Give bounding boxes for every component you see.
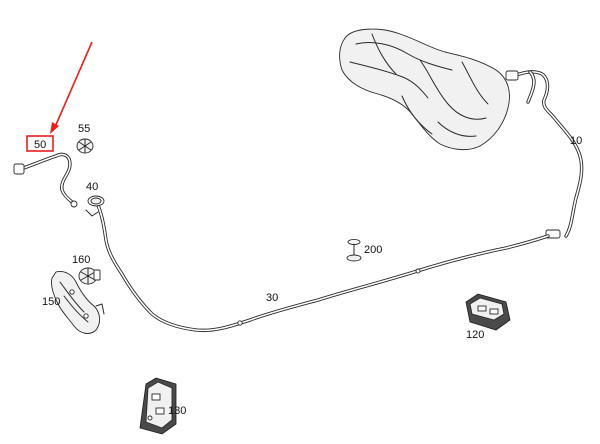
part-30-line bbox=[94, 198, 550, 333]
label-150: 150 bbox=[42, 296, 60, 308]
label-30: 30 bbox=[266, 292, 278, 304]
part-40-connector bbox=[85, 195, 105, 217]
part-120-module bbox=[465, 293, 511, 331]
label-130: 130 bbox=[168, 405, 186, 417]
label-120: 120 bbox=[466, 329, 484, 341]
part-130-valve-block bbox=[139, 377, 177, 435]
label-200: 200 bbox=[364, 244, 382, 256]
highlight-box bbox=[26, 135, 54, 152]
part-10-vent-line bbox=[505, 70, 584, 239]
part-55-clip bbox=[76, 138, 94, 154]
label-50: 50 bbox=[34, 139, 46, 151]
part-150-bracket bbox=[51, 271, 105, 334]
fuel-tank bbox=[339, 28, 510, 151]
label-160: 160 bbox=[72, 254, 90, 266]
label-10: 10 bbox=[570, 135, 582, 147]
highlight-arrow bbox=[50, 41, 93, 134]
label-40: 40 bbox=[86, 181, 98, 193]
part-50-hose bbox=[13, 152, 78, 208]
part-200-pin bbox=[346, 238, 362, 262]
label-55: 55 bbox=[78, 123, 90, 135]
part-160-valve bbox=[78, 267, 101, 285]
